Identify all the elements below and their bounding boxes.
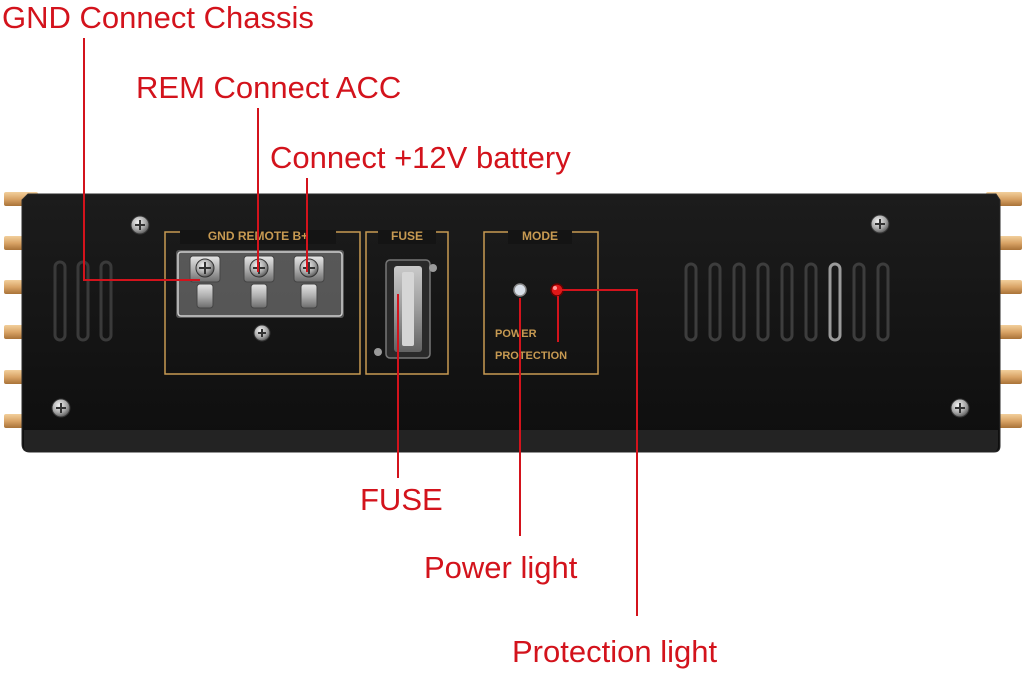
mode-panel: MODE POWER PROTECTION bbox=[483, 229, 599, 375]
phillips-screw-icon bbox=[253, 324, 271, 342]
protection-callout-label: Protection light bbox=[512, 634, 718, 669]
fuse-header: FUSE bbox=[391, 229, 423, 243]
protection-label: PROTECTION bbox=[495, 350, 567, 362]
phillips-screw-icon bbox=[51, 398, 71, 418]
right-vent-slots bbox=[684, 262, 890, 342]
fuse-callout-label: FUSE bbox=[360, 482, 443, 517]
gnd-terminal bbox=[189, 255, 221, 309]
power-led-icon bbox=[513, 283, 527, 297]
phillips-screw-icon bbox=[950, 398, 970, 418]
protection-led-icon bbox=[550, 283, 564, 297]
power-terminal-block: GND REMOTE B+ bbox=[164, 229, 361, 375]
body-bottom-edge bbox=[24, 430, 998, 452]
gnd-leader-line bbox=[83, 38, 200, 281]
mode-header: MODE bbox=[522, 229, 558, 243]
phillips-screw-icon bbox=[130, 215, 150, 235]
battery-callout-label: Connect +12V battery bbox=[270, 140, 571, 175]
battery-terminal bbox=[293, 255, 325, 309]
protection-leader-line bbox=[562, 289, 638, 616]
power-label: POWER bbox=[495, 328, 537, 340]
rem-callout-label: REM Connect ACC bbox=[136, 70, 402, 105]
fuse-holder: FUSE bbox=[365, 229, 449, 375]
gnd-callout-label: GND Connect Chassis bbox=[2, 0, 314, 35]
power-callout-label: Power light bbox=[424, 550, 578, 585]
callout-leaders bbox=[83, 38, 638, 616]
phillips-screw-icon bbox=[870, 214, 890, 234]
